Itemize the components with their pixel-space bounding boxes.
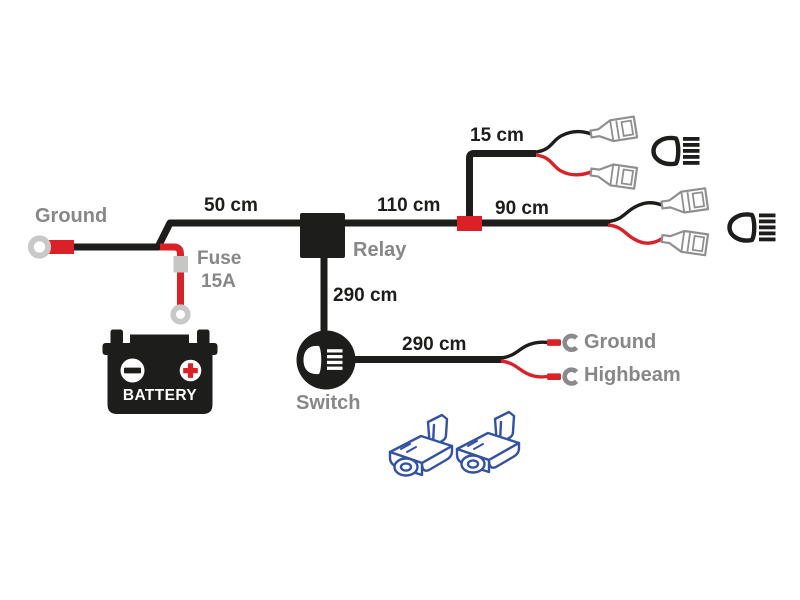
label-battery: BATTERY xyxy=(122,387,198,404)
label-lead-ground: Ground xyxy=(584,331,657,353)
label-relay: Relay xyxy=(353,239,407,261)
label-fuse-rating: 15A xyxy=(201,271,236,292)
spade-connector-icon xyxy=(588,160,639,190)
label-wire-length-290cm-switch-out: 290 cm xyxy=(402,334,467,355)
label-wire-length-90cm: 90 cm xyxy=(495,198,549,219)
spade-connector-icon xyxy=(659,227,710,257)
label-switch: Switch xyxy=(296,392,361,414)
ring-terminal-icon xyxy=(27,235,52,259)
relay-box-icon xyxy=(300,213,345,258)
fork-clip-icon xyxy=(565,336,577,350)
lamp1-positive-lead xyxy=(535,129,592,154)
label-wire-length-15cm: 15 cm xyxy=(470,125,524,146)
label-wire-length-290cm-relay-switch: 290 cm xyxy=(333,285,398,306)
ground-terminal-sleeve xyxy=(48,240,74,254)
junction-connector-icon xyxy=(457,216,482,231)
fuse-icon xyxy=(173,256,188,273)
switch-icon xyxy=(296,330,356,390)
label-lead-highbeam: Highbeam xyxy=(584,364,681,386)
high-beam-lamp-icon xyxy=(654,137,700,165)
lamp2-negative-lead xyxy=(607,223,663,245)
label-ground-terminal: Ground xyxy=(35,205,108,227)
spade-connector-icon xyxy=(659,187,710,217)
label-wire-length-50cm: 50 cm xyxy=(204,195,258,216)
high-beam-lamp-icon xyxy=(730,214,776,242)
lamp1-negative-lead xyxy=(535,153,592,177)
lamp2-positive-lead xyxy=(607,201,663,224)
label-wire-length-110cm: 110 cm xyxy=(377,195,441,216)
highbeam-lead-tip xyxy=(547,373,561,380)
wire-tap-connector-icon xyxy=(455,410,521,474)
switch-highbeam-lead xyxy=(500,359,549,379)
fork-clip-icon xyxy=(565,370,577,384)
ground-lead-tip xyxy=(547,339,561,346)
battery-to-relay-wire xyxy=(67,219,302,251)
battery-icon xyxy=(102,329,218,414)
switch-ground-lead xyxy=(500,340,549,360)
battery-ring-terminal-icon xyxy=(170,304,191,325)
spade-connector-icon xyxy=(588,115,639,146)
fuse-wire xyxy=(160,243,184,305)
wire-tap-connector-icon xyxy=(388,413,454,477)
label-fuse-name: Fuse xyxy=(197,248,242,269)
